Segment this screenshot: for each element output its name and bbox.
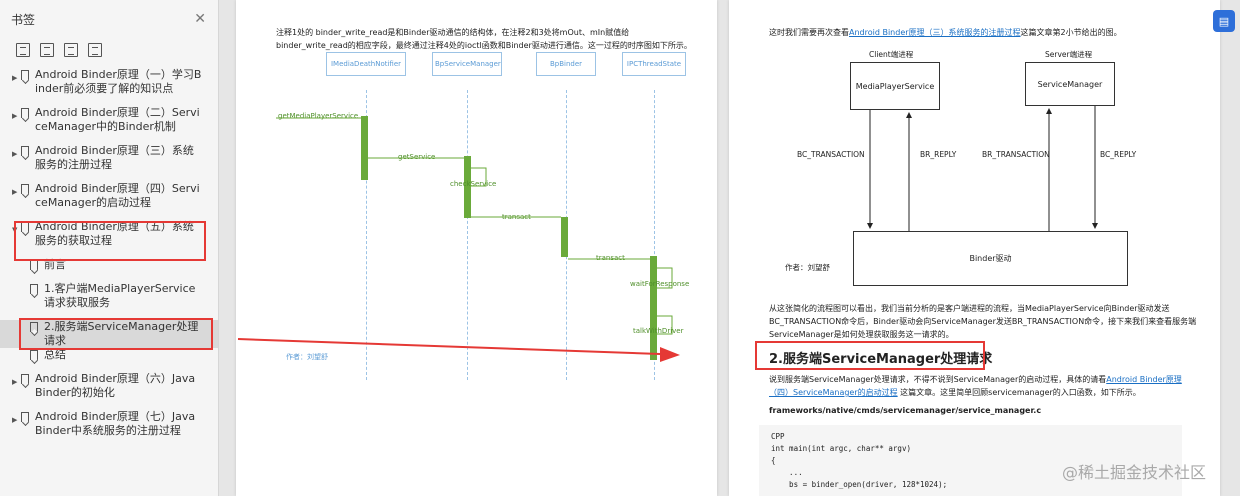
arrow-label: BC_TRANSACTION — [797, 150, 865, 159]
bookmark-icon — [30, 322, 38, 332]
page2-author: 作者：刘望舒 — [785, 263, 830, 272]
server-title: Server端进程 — [1045, 50, 1093, 59]
server-box: ServiceManager — [1025, 62, 1115, 106]
toc-item-binder-6[interactable]: ▶Android Binder原理（六）Java Binder的初始化 — [0, 372, 218, 410]
floppy-icon: ▤ — [1218, 14, 1230, 28]
bookmark-icon — [21, 108, 29, 118]
code-block: CPP int main(int argc, char** argv) { ..… — [759, 425, 1182, 496]
page2-paragraph: 从这张简化的流程图可以看出，我们当前分析的是客户端进程的流程，当MediaPla… — [769, 304, 1197, 339]
lifeline — [366, 90, 367, 380]
bookmark-icon — [30, 260, 38, 270]
pdf-page-right: 这时我们需要再次查看Android Binder原理（三）系统服务的注册过程这篇… — [729, 0, 1220, 496]
message-label: transact — [596, 254, 625, 262]
toc-item-binder-5[interactable]: ▼Android Binder原理（五）系统服务的获取过程 — [0, 220, 218, 258]
bookmark-icon — [21, 70, 29, 80]
bookmark-sidebar: 书签 ✕ ▶Android Binder原理（一）学习Binder前必须要了解的… — [0, 0, 219, 496]
bookmark-icon — [30, 350, 38, 360]
driver-box: Binder驱动 — [853, 231, 1128, 286]
message-label: getService — [398, 153, 436, 161]
bookmark-icon — [30, 284, 38, 294]
message-label: checkService — [450, 180, 497, 188]
expand-triangle-icon[interactable]: ▶ — [12, 150, 18, 158]
page2-paragraph-3: 说到服务端ServiceManager处理请求，不得不说到ServiceMana… — [769, 375, 1182, 397]
add-bookmark-icon[interactable] — [64, 43, 78, 57]
expand-triangle-icon[interactable]: ▶ — [12, 74, 18, 82]
bookmark-icon — [21, 146, 29, 156]
section-heading: 2.服务端ServiceManager处理请求 — [769, 352, 993, 367]
toc-list: ▶Android Binder原理（一）学习Binder前必须要了解的知识点 ▶… — [0, 62, 218, 448]
expand-triangle-icon[interactable]: ▶ — [12, 112, 18, 120]
highlight-box-toc-server — [19, 318, 213, 350]
activation-bar — [650, 256, 657, 360]
toc-item-preface[interactable]: 前言 — [0, 258, 218, 282]
arrow-label: BC_REPLY — [1100, 150, 1137, 159]
toc-item-binder-4[interactable]: ▶Android Binder原理（四）ServiceManager的启动过程 — [0, 182, 218, 220]
binder-diagram-arrows — [867, 106, 1098, 231]
message-label: getMediaPlayerService — [278, 112, 359, 120]
expand-all-icon[interactable] — [16, 43, 30, 57]
message-label: waitForResponse — [630, 280, 690, 288]
toc-item-summary[interactable]: 总结 — [0, 348, 218, 372]
client-box: MediaPlayerService — [850, 62, 940, 110]
message-label: talkWithDriver — [633, 327, 684, 335]
sidebar-toolbar — [0, 38, 218, 62]
intro-link[interactable]: Android Binder原理（三）系统服务的注册过程 — [849, 28, 1021, 37]
source-path: frameworks/native/cmds/servicemanager/se… — [769, 406, 1042, 415]
sequence-arrows — [276, 117, 673, 335]
lifeline-label: BpBinder — [536, 52, 596, 76]
sidebar-title: 书签 — [11, 12, 36, 27]
watermark: @稀土掘金技术社区 — [1062, 463, 1207, 482]
toc-item-binder-2[interactable]: ▶Android Binder原理（二）ServiceManager中的Bind… — [0, 106, 218, 144]
lifeline — [467, 90, 468, 380]
page1-author: 作者：刘望舒 — [286, 353, 328, 361]
page2-intro: 这时我们需要再次查看Android Binder原理（三）系统服务的注册过程这篇… — [769, 28, 1122, 37]
toc-item-server-handle[interactable]: 2.服务端ServiceManager处理请求 — [0, 320, 218, 348]
highlight-box-heading — [755, 341, 985, 370]
collapse-all-icon[interactable] — [40, 43, 54, 57]
arrow-label: BR_REPLY — [920, 150, 957, 159]
lifeline — [654, 90, 655, 380]
toc-item-binder-1[interactable]: ▶Android Binder原理（一）学习Binder前必须要了解的知识点 — [0, 68, 218, 106]
arrow-label: BR_TRANSACTION — [982, 150, 1050, 159]
bookmark-icon — [21, 412, 29, 422]
activation-bar — [361, 116, 368, 180]
close-icon[interactable]: ✕ — [194, 11, 206, 27]
pdf-page-left: 注释1处的 binder_write_read是和Binder驱动通信的结构体，… — [236, 0, 717, 496]
save-icon-button[interactable]: ▤ — [1213, 10, 1235, 32]
client-title: Client端进程 — [869, 50, 914, 59]
expand-triangle-icon[interactable]: ▶ — [12, 188, 18, 196]
sidebar-header: 书签 ✕ — [0, 0, 218, 38]
activation-bar — [464, 156, 471, 218]
toc-item-client-request[interactable]: 1.客户端MediaPlayerService请求获取服务 — [0, 282, 218, 320]
lifeline-label: IPCThreadState — [622, 52, 686, 76]
bookmark-icon[interactable] — [88, 43, 102, 57]
toc-item-binder-7[interactable]: ▶Android Binder原理（七）Java Binder中系统服务的注册过… — [0, 410, 218, 448]
expand-triangle-icon[interactable]: ▶ — [12, 378, 18, 386]
lifeline-label: IMediaDeathNotifier — [326, 52, 406, 76]
activation-bar — [561, 217, 568, 257]
toc-item-binder-3[interactable]: ▶Android Binder原理（三）系统服务的注册过程 — [0, 144, 218, 182]
highlight-box-toc-5 — [14, 221, 206, 261]
lifeline-label: BpServiceManager — [432, 52, 502, 76]
page1-paragraph: 注释1处的 binder_write_read是和Binder驱动通信的结构体，… — [276, 28, 692, 50]
bookmark-icon — [21, 374, 29, 384]
expand-triangle-icon[interactable]: ▶ — [12, 416, 18, 424]
para3-link[interactable]: Android Binder原理（四）ServiceManager的启动过程 — [769, 375, 1182, 397]
bookmark-icon — [21, 184, 29, 194]
